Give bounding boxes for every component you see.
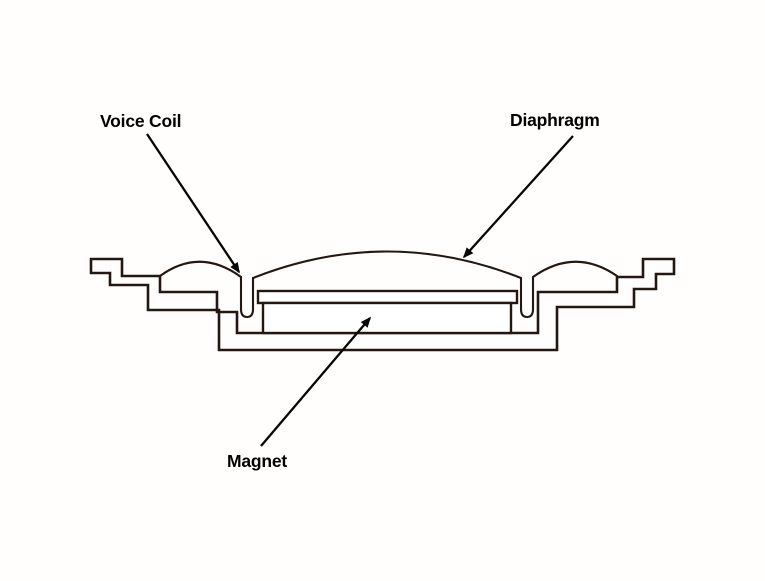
magnet-top-plate (256, 289, 519, 305)
magnet-label: Magnet (227, 451, 288, 471)
diaphragm-and-voice-coil-outline (158, 250, 619, 319)
diaphragm-label: Diaphragm (510, 110, 600, 130)
speaker-frame-outline (89, 257, 676, 352)
magnet-body (261, 301, 513, 335)
magnet-arrow (260, 316, 372, 447)
voice-coil-label: Voice Coil (100, 111, 182, 131)
voice-coil-arrow (146, 133, 240, 274)
diaphragm-arrow (462, 135, 574, 259)
